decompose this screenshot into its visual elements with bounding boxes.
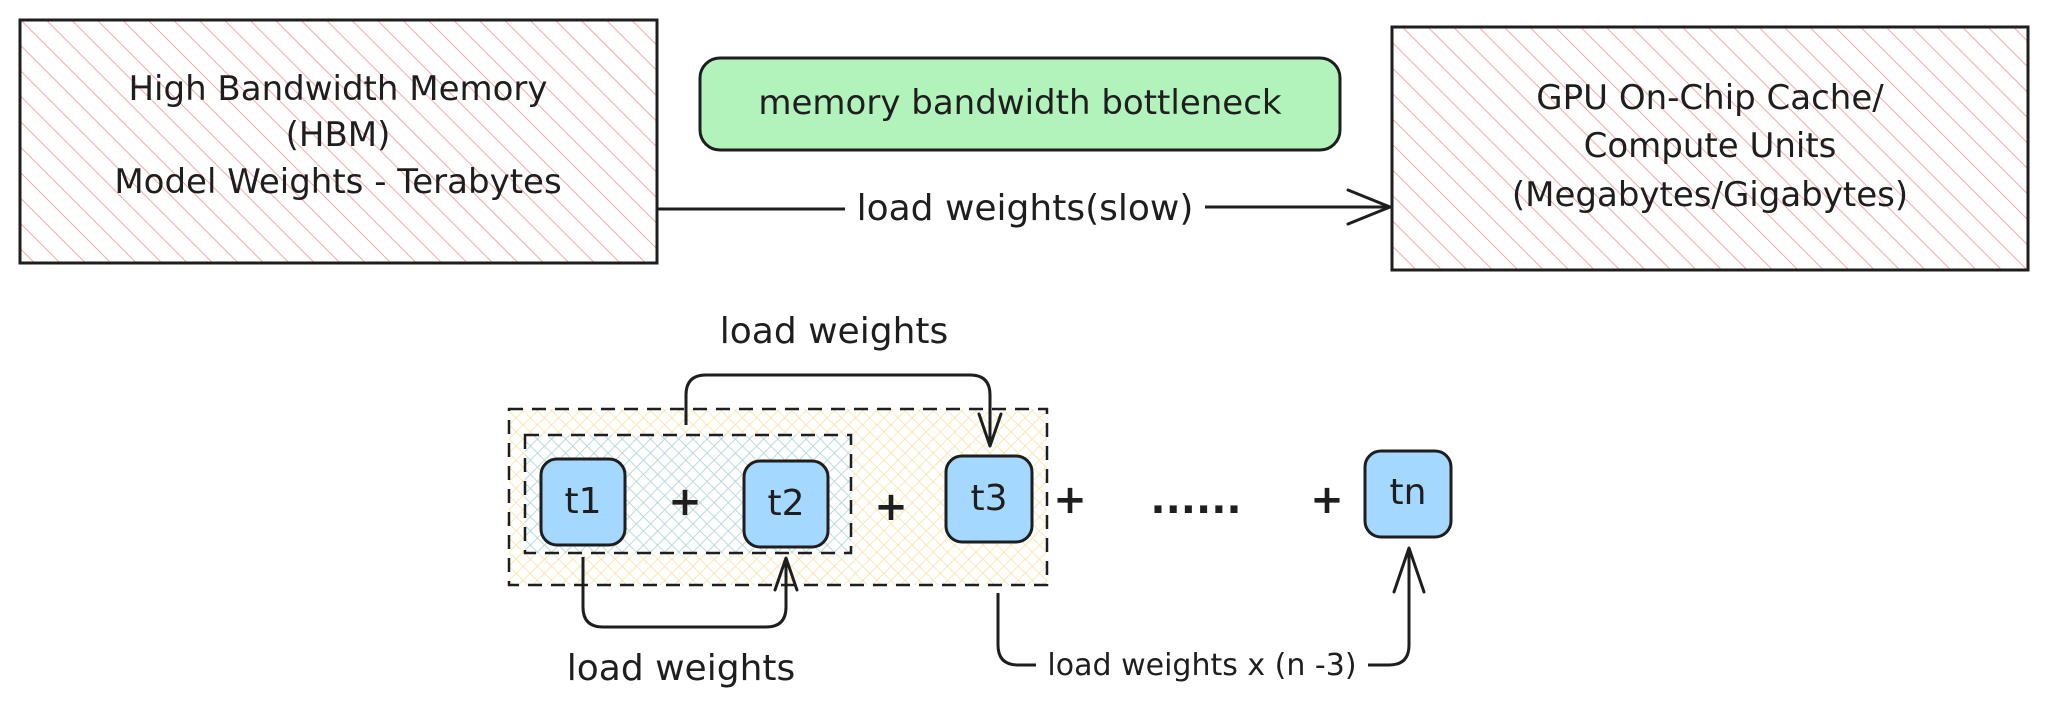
gpu-box xyxy=(1390,25,2030,272)
gpu-label-line-2: Compute Units xyxy=(1584,126,1837,166)
gpu-node: GPU On-Chip Cache/ Compute Units (Megaby… xyxy=(1390,25,2030,272)
token-t1-label: t1 xyxy=(564,481,601,522)
hbm-label-line-2: (HBM) xyxy=(286,115,391,155)
token-t1: t1 xyxy=(539,457,627,547)
hbm-box xyxy=(18,18,659,265)
edge-hbm-to-gpu: load weights(slow) xyxy=(658,188,1392,229)
hbm-node: High Bandwidth Memory (HBM) Model Weight… xyxy=(18,18,659,265)
edge-top-loop: load weights xyxy=(684,311,1003,448)
edge-hbm-to-gpu-arrowhead xyxy=(1346,188,1392,226)
token-tn-box xyxy=(1363,449,1453,539)
token-t2: t2 xyxy=(742,459,830,549)
gpu-label-line-3: (Megabytes/Gigabytes) xyxy=(1512,175,1908,215)
edge-t3-to-tn-label: load weights x (n -3) xyxy=(1047,648,1356,683)
hbm-label-line-3: Model Weights - Terabytes xyxy=(114,162,561,202)
edge-bottom-loop: load weights xyxy=(567,556,799,689)
operator-plus-4: + xyxy=(1310,477,1344,523)
token-t3-box xyxy=(944,454,1034,544)
edge-bottom-loop-label: load weights xyxy=(567,648,796,689)
edge-t3-to-tn: load weights x (n -3) xyxy=(996,546,1426,683)
token-t2-label: t2 xyxy=(767,483,804,524)
edge-bottom-loop-arrowhead xyxy=(773,556,799,592)
token-t3-label: t3 xyxy=(970,478,1007,519)
bottleneck-label: memory bandwidth bottleneck xyxy=(758,83,1282,123)
token-tn-label: tn xyxy=(1390,472,1427,513)
bottleneck-node: memory bandwidth bottleneck xyxy=(698,56,1342,152)
edge-bottom-loop-line xyxy=(581,557,788,629)
operator-plus-3: + xyxy=(1053,477,1087,523)
token-tn: tn xyxy=(1363,449,1453,539)
edge-top-loop-line xyxy=(684,373,992,442)
operator-plus-1: + xyxy=(668,479,702,525)
token-t2-box xyxy=(742,459,830,549)
edge-top-loop-label: load weights xyxy=(720,311,949,352)
edge-t3-to-tn-line-b xyxy=(1368,552,1411,667)
hbm-label-line-1: High Bandwidth Memory xyxy=(128,69,547,109)
operator-ellipsis: ...... xyxy=(1150,477,1241,523)
token-t3: t3 xyxy=(944,454,1034,544)
operator-plus-2: + xyxy=(874,484,908,530)
gpu-label-line-1: GPU On-Chip Cache/ xyxy=(1536,78,1884,118)
bottleneck-pill xyxy=(698,56,1342,152)
edge-t3-to-tn-line-a xyxy=(996,593,1036,667)
edge-hbm-to-gpu-label: load weights(slow) xyxy=(857,188,1194,229)
token-t1-box xyxy=(539,457,627,547)
edge-top-loop-arrowhead xyxy=(977,412,1003,448)
edge-t3-to-tn-arrowhead xyxy=(1392,546,1426,594)
